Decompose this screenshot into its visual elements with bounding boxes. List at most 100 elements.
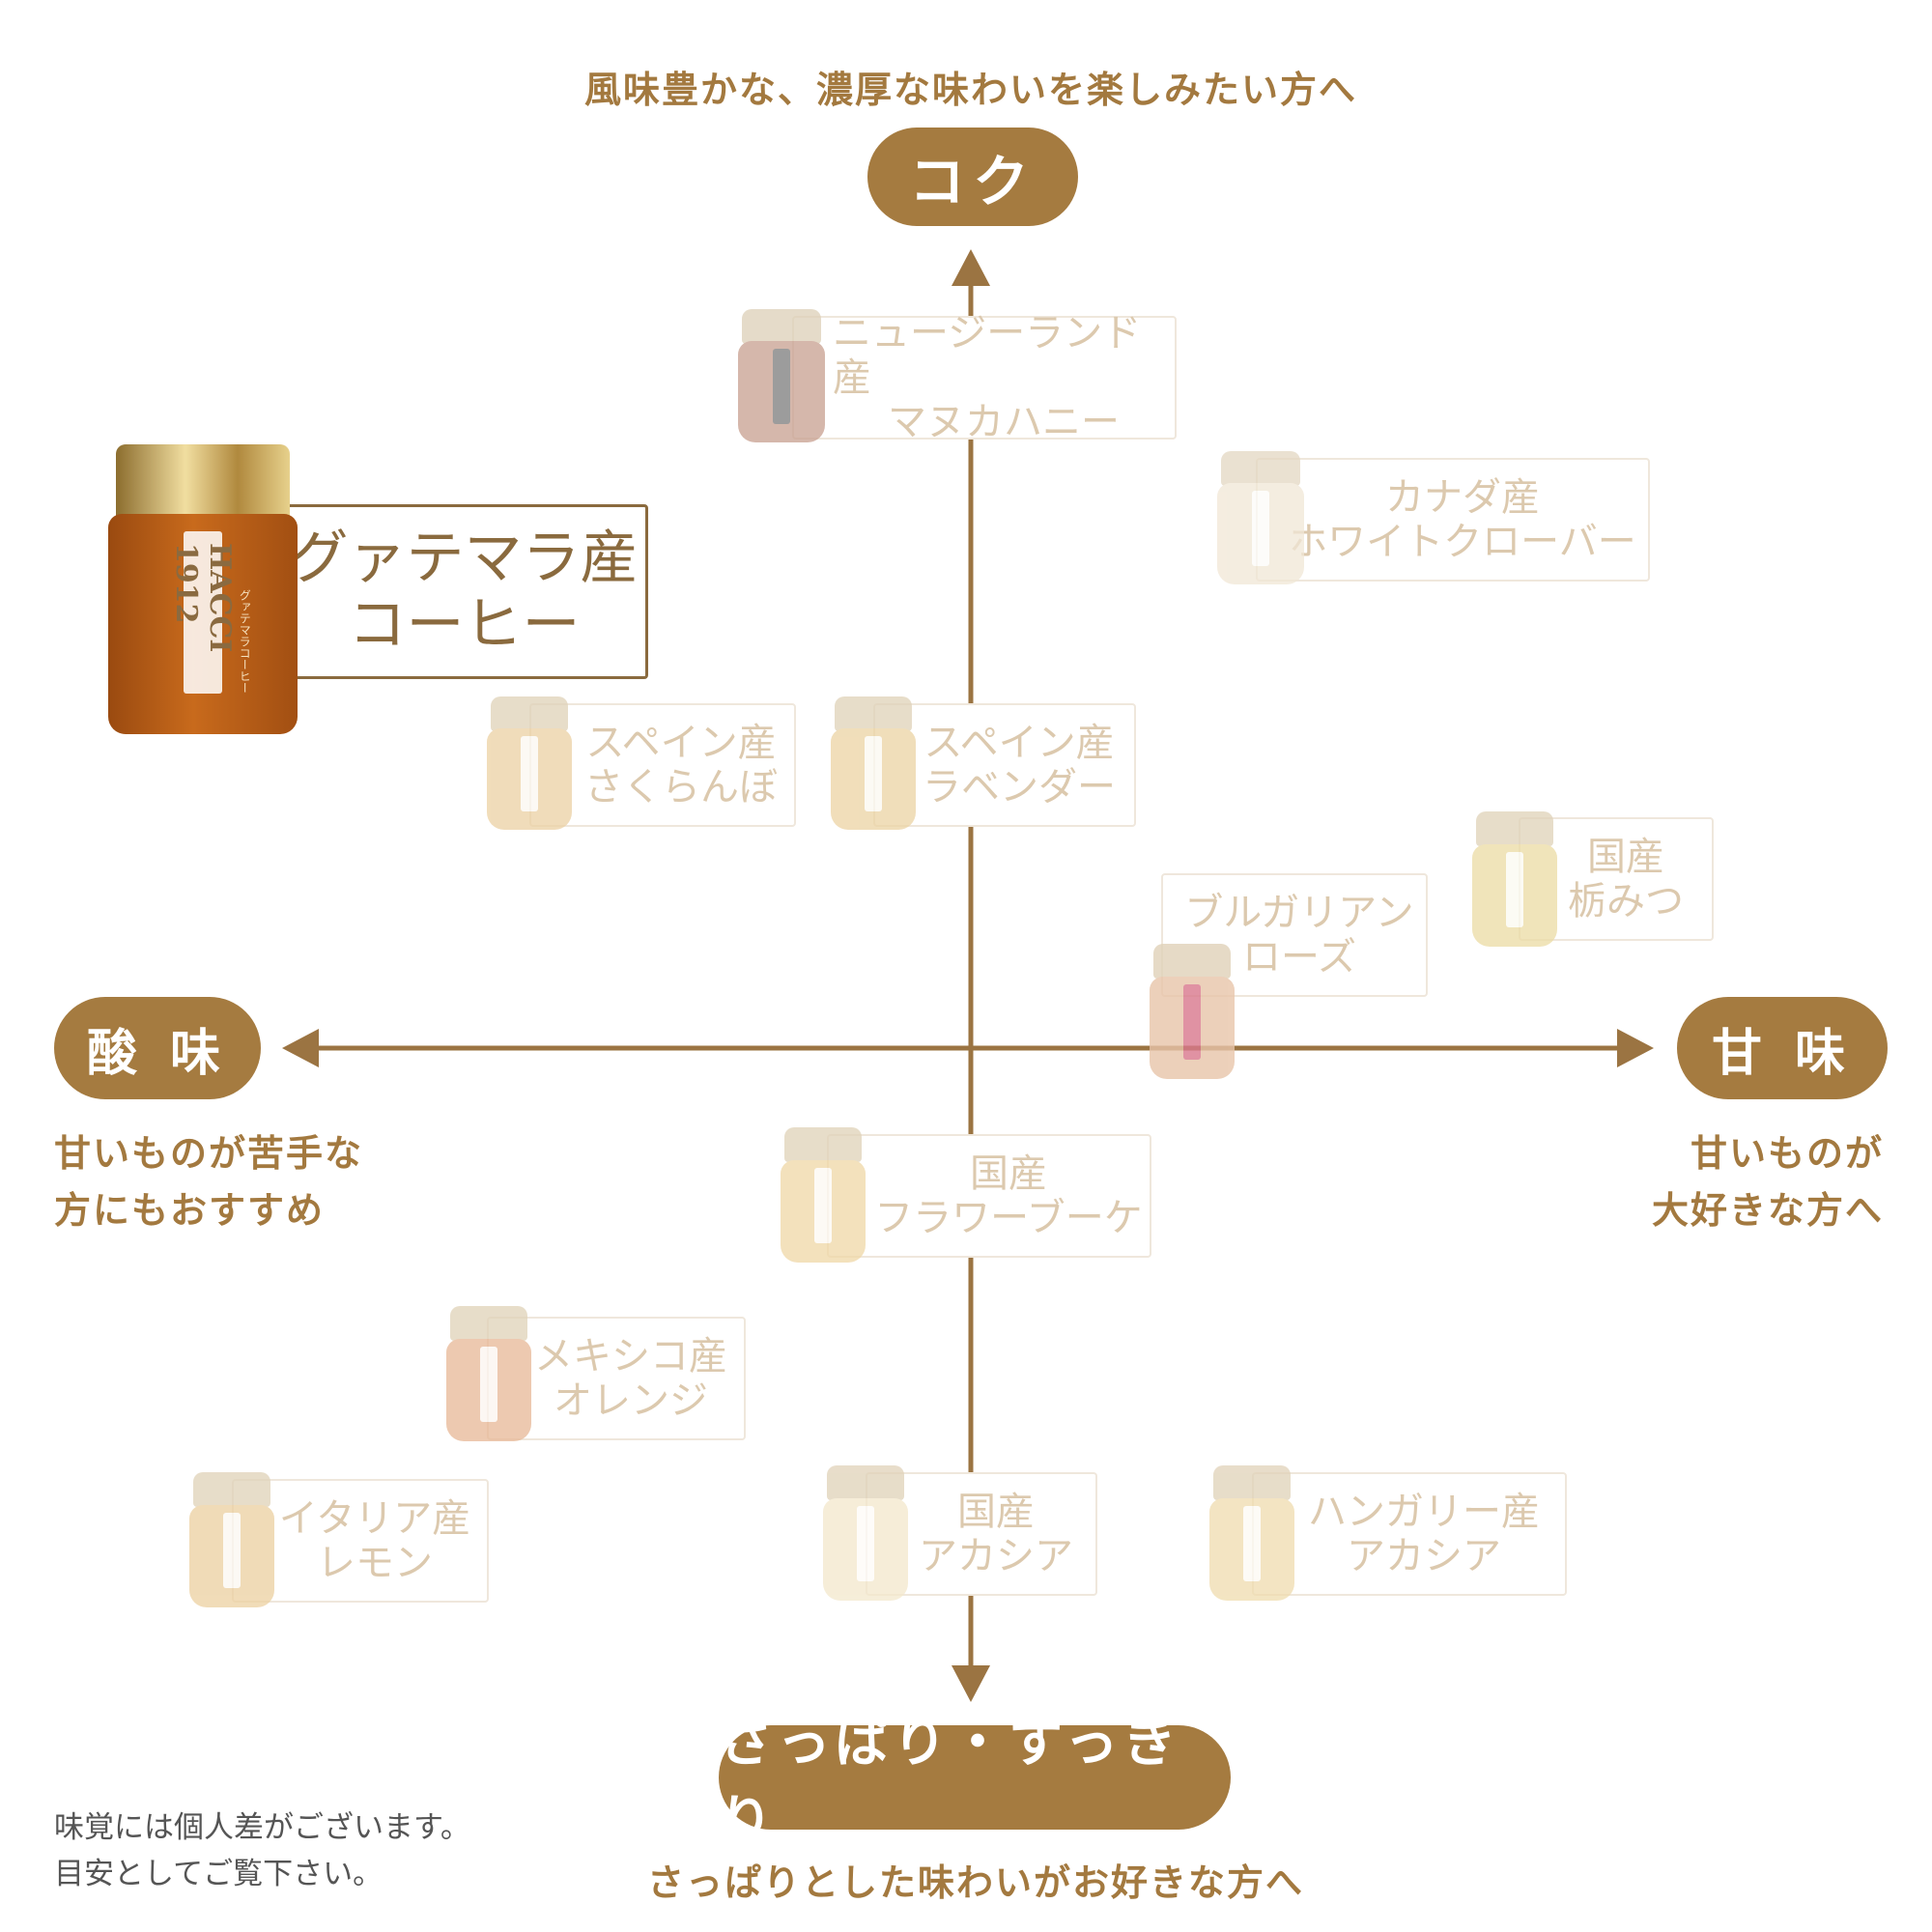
jar-tag [814,1168,832,1244]
product-card-canada[interactable]: カナダ産 ホワイトクローバー [1256,458,1650,582]
product-label-acacia-hu: ハンガリー産 アカシア [1283,1474,1565,1594]
arrow-down-icon [952,1665,990,1702]
jar-guatemala: HACCI 1912 グァテマラコーヒー [108,444,298,734]
left-caption-line-1: 甘いものが苦手な [54,1132,364,1175]
brand-text: HACCI 1912 [168,543,237,653]
gold-lid [1220,451,1301,486]
right-caption: 甘いものが 大好きな方へ [1652,1125,1884,1239]
jar-canada [1217,451,1304,584]
jar-sub-text: グァテマラコーヒー [238,589,252,694]
right-caption-line-2: 大好きな方へ [1651,1188,1884,1232]
jar-tag [521,736,538,811]
jar-tag [857,1506,874,1582]
arrow-left-icon [282,1029,319,1067]
product-name-line-2: 栃みつ [1568,879,1684,923]
jar-tag [1252,491,1269,566]
right-caption-line-1: 甘いものが [1690,1132,1884,1175]
product-name-line-1: イタリア産 [278,1496,471,1541]
product-name-line-1: 国産 [957,1490,1035,1534]
product-name-line-2: フラワーブーケ [874,1196,1143,1240]
product-name-line-1: グァテマラ産 [290,524,639,592]
sanmi-label: 酸 味 [54,997,261,1099]
product-name-line-2: ローズ [1242,935,1356,980]
jar-tag [865,736,882,811]
product-label-italy: イタリア産 レモン [263,1481,487,1601]
product-name-line-2: マヌカハニー [888,400,1120,444]
gold-lid [1475,811,1554,847]
product-card-italy[interactable]: イタリア産 レモン [232,1479,489,1603]
jar-acacia-jp [823,1465,908,1601]
jar-spain-cherry [487,696,572,830]
jar-nz [738,309,825,442]
product-label-acacia-jp: 国産 アカシア [896,1474,1095,1594]
product-label-flower: 国産 フラワーブーケ [867,1136,1150,1256]
product-name-line-1: 国産 [970,1151,1047,1196]
product-name-line-1: 国産 [1587,835,1664,879]
jar-acacia-hu [1209,1465,1294,1601]
product-card-flower[interactable]: 国産 フラワーブーケ [827,1134,1151,1258]
jar-tag [184,531,222,694]
product-card-nz[interactable]: ニュージーランド産 マヌカハニー [792,311,1177,444]
gold-lid [741,309,822,344]
jar-mexico [446,1306,531,1441]
product-label-nz: ニュージーランド産 マヌカハニー [833,311,1175,444]
product-label-spain-cherry: スペイン産 さくらんぼ [568,705,794,825]
product-name-line-2: アカシア [919,1534,1073,1578]
product-name-line-2: コーヒー [348,590,581,659]
product-name-line-2: レモン [317,1541,433,1585]
product-name-line-2: さくらんぼ [584,765,778,810]
jar-tochi [1472,811,1557,947]
arrow-right-icon [1617,1029,1654,1067]
jar-tag [1183,984,1201,1061]
product-label-bulgaria: ブルガリアン ローズ [1173,875,1426,995]
product-name-line-2: ラベンダー [923,765,1116,810]
product-name-line-2: オレンジ [554,1378,708,1423]
jar-bulgaria [1150,944,1235,1079]
jar-spain-lavender [831,696,916,830]
sappari-label: さっぱり・すっきり [719,1712,1231,1853]
gold-lid [449,1306,528,1342]
product-name-line-1: メキシコ産 [534,1334,727,1378]
gold-lid [1212,1465,1292,1501]
top-caption: 風味豊かな、濃厚な味わいを楽しみたい方へ [583,69,1357,111]
product-name-line-1: ハンガリー産 [1308,1490,1540,1534]
product-name-line-1: ブルガリアン [1184,891,1414,935]
product-card-acacia-hu[interactable]: ハンガリー産 アカシア [1252,1472,1567,1596]
amami-label: 甘 味 [1677,997,1888,1099]
jar-tag [1243,1506,1261,1582]
left-caption: 甘いものが苦手な 方にもおすすめ [54,1125,363,1239]
product-label-spain-lavender: スペイン産 ラベンダー [904,705,1134,825]
product-card-spain-cherry[interactable]: スペイン産 さくらんぼ [529,703,796,827]
jar-tag [480,1347,497,1423]
product-name-line-1: カナダ産 [1385,475,1540,520]
product-name-line-1: スペイン産 [585,721,777,765]
disclaimer-note: 味覚には個人差がございます。 目安としてご覧下さい。 [54,1804,470,1897]
jar-italy [189,1472,274,1607]
arrow-up-icon [952,249,990,286]
gold-lid [1152,944,1232,980]
gold-lid [826,1465,905,1501]
gold-lid [834,696,913,731]
gold-lid [490,696,569,731]
note-line-1: 味覚には個人差がございます。 [54,1810,470,1845]
left-caption-line-2: 方にもおすすめ [54,1188,326,1232]
product-label-guatemala: グァテマラ産 コーヒー [283,507,645,676]
product-card-guatemala[interactable]: グァテマラ産 コーヒー [232,504,648,679]
jar-flower [781,1127,866,1263]
product-label-canada: カナダ産 ホワイトクローバー [1277,460,1648,580]
koku-label: コク [867,128,1078,226]
jar-tag [223,1513,241,1589]
bottom-caption: さっぱりとした味わいがお好きな方へ [646,1861,1304,1904]
product-name-line-1: スペイン産 [923,721,1115,765]
product-name-line-2: アカシア [1347,1534,1501,1578]
gold-lid [115,444,291,520]
product-label-tochi: 国産 栃みつ [1540,819,1712,939]
gold-lid [192,1472,271,1508]
product-name-line-1: ニュージーランド産 [833,311,1142,400]
note-line-2: 目安としてご覧下さい。 [54,1857,384,1892]
jar-tag [1506,852,1523,928]
product-label-mexico: メキシコ産 オレンジ [518,1319,744,1438]
gold-lid [783,1127,863,1163]
product-name-line-2: ホワイトクローバー [1289,520,1636,564]
